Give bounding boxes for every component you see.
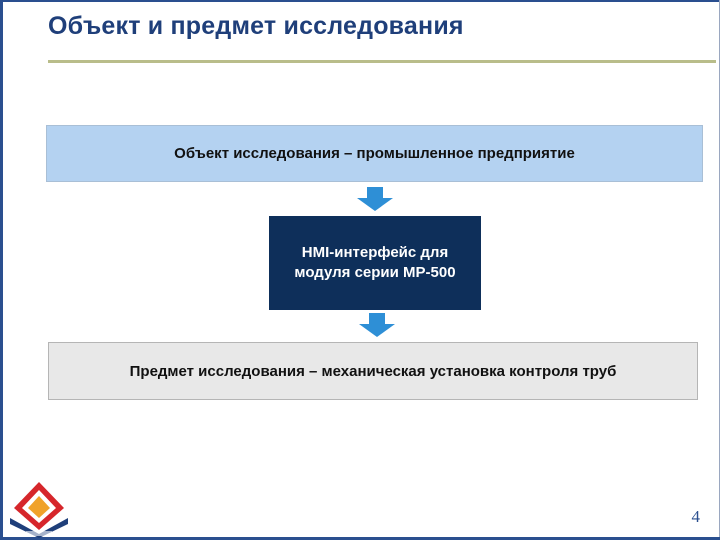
company-logo xyxy=(10,482,68,538)
top-border xyxy=(0,0,720,2)
down-arrow-icon xyxy=(359,313,395,337)
title-underline xyxy=(48,60,716,63)
left-border xyxy=(0,0,3,540)
page-number: 4 xyxy=(691,507,701,526)
object-box-label: Объект исследования – промышленное предп… xyxy=(174,145,575,162)
down-arrow-icon xyxy=(357,187,393,211)
hmi-box: HMI-интерфейс для модуля серии MP-500 xyxy=(269,216,481,310)
subject-box: Предмет исследования – механическая уста… xyxy=(48,342,698,400)
slide-title: Объект и предмет исследования xyxy=(48,12,464,40)
hmi-box-label: HMI-интерфейс для модуля серии MP-500 xyxy=(294,243,456,281)
object-box: Объект исследования – промышленное предп… xyxy=(46,125,703,182)
subject-box-label: Предмет исследования – механическая уста… xyxy=(129,362,617,380)
bottom-border xyxy=(0,537,720,540)
